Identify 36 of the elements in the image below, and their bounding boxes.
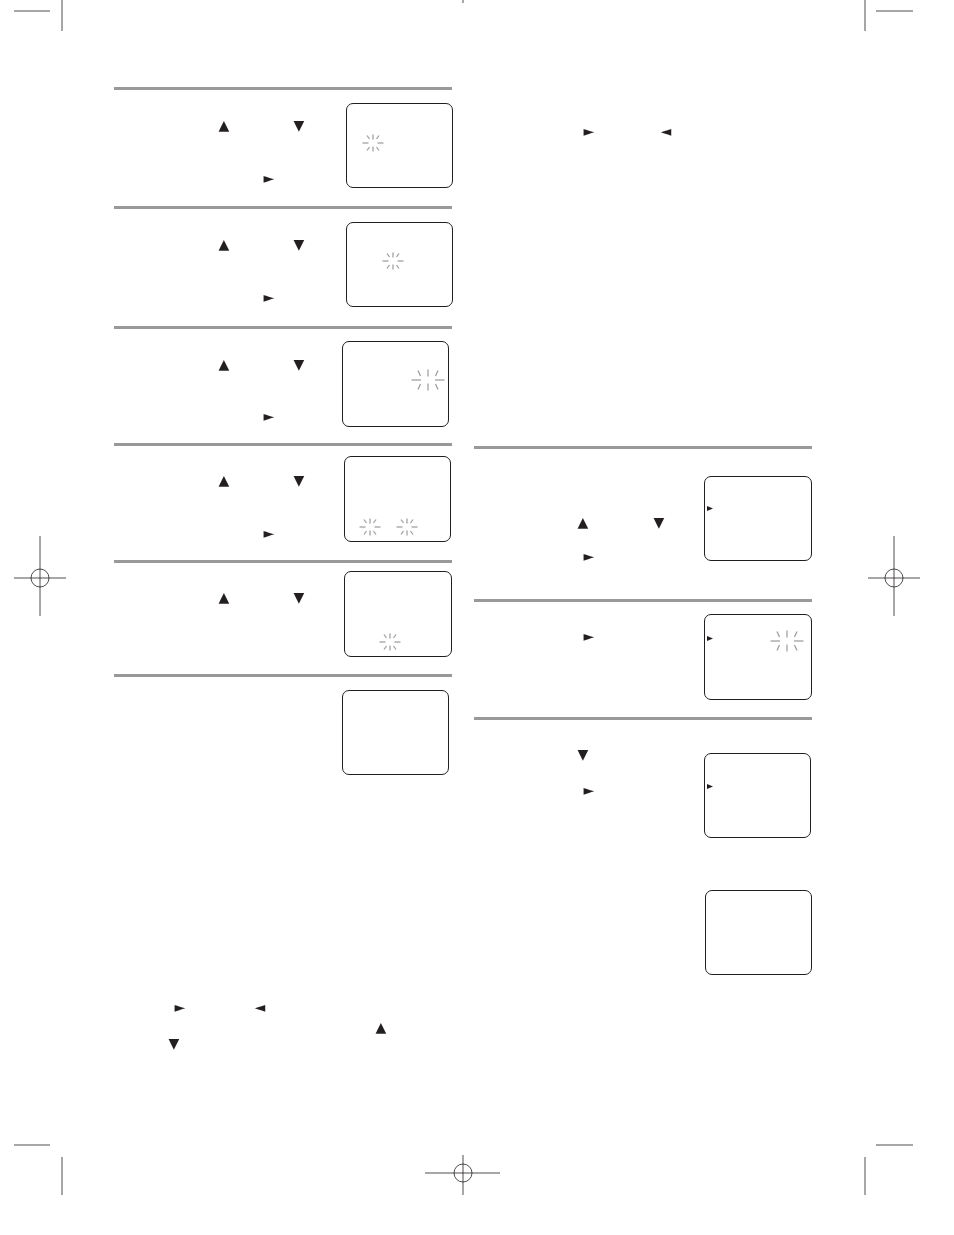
button-symbol: ▼	[293, 590, 305, 604]
button-symbol: ▲	[218, 357, 230, 371]
screen-frame	[704, 614, 812, 700]
button-symbol: ►	[263, 171, 275, 185]
button-symbol: ▼	[577, 747, 589, 761]
button-symbol: ▼	[653, 515, 665, 529]
button-symbol: ▼	[293, 118, 305, 132]
screen-frame	[346, 222, 453, 307]
button-symbol: ◄	[254, 1000, 266, 1014]
button-symbol: ▲	[577, 515, 589, 529]
screen-frame	[346, 103, 453, 188]
screen-frame	[344, 456, 451, 542]
button-symbol: ►	[583, 124, 595, 138]
screen-frame	[342, 690, 449, 775]
screen-frame	[344, 571, 452, 657]
button-symbol: ◄	[660, 124, 672, 138]
button-symbol: ►	[263, 526, 275, 540]
button-symbol: ►	[583, 549, 595, 563]
screen-frame	[705, 890, 812, 975]
button-symbol: ▲	[218, 590, 230, 604]
button-symbol: ▲	[218, 473, 230, 487]
button-symbol: ▼	[293, 473, 305, 487]
screen-frame	[704, 476, 812, 561]
screen-frame	[342, 341, 449, 427]
button-symbol: ▼	[293, 357, 305, 371]
button-symbol: ▲	[218, 118, 230, 132]
screen-frame	[704, 753, 811, 838]
button-symbol: ▲	[218, 237, 230, 251]
button-symbol: ►	[174, 1000, 186, 1014]
button-symbol: ▼	[293, 237, 305, 251]
button-symbol: ▲	[375, 1020, 387, 1034]
button-symbol: ►	[583, 783, 595, 797]
button-symbol: ▼	[168, 1036, 180, 1050]
button-symbol: ►	[583, 629, 595, 643]
button-symbol: ►	[263, 409, 275, 423]
button-symbol: ►	[263, 290, 275, 304]
